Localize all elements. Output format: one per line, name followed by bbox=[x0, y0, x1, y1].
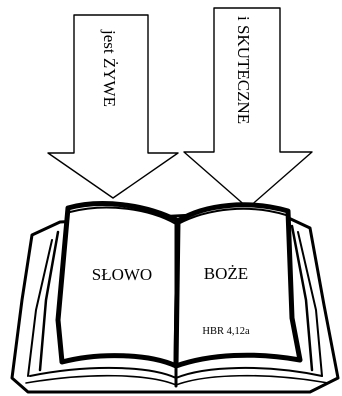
book-right-edge bbox=[290, 224, 314, 372]
right-page-word: BOŻE bbox=[204, 264, 248, 283]
book-left-edge-2 bbox=[27, 239, 53, 377]
bible-reference: HBR 4,12a bbox=[202, 326, 250, 337]
open-book bbox=[10, 201, 340, 394]
right-arrow-label: i SKUTECZNE bbox=[234, 16, 253, 124]
right-arrow-shape bbox=[183, 7, 313, 209]
book-right-page bbox=[173, 202, 303, 369]
left-page-word: SŁOWO bbox=[92, 265, 152, 284]
book-left-page bbox=[55, 201, 181, 369]
left-arrow-shape bbox=[47, 14, 179, 199]
book-left-curl bbox=[69, 206, 177, 225]
right-arrow: i SKUTECZNE bbox=[183, 7, 313, 209]
left-arrow-label: jest ŻYWE bbox=[100, 29, 119, 107]
book-left-edge bbox=[38, 230, 60, 372]
book-right-edge-2 bbox=[297, 231, 323, 377]
book-right-curl bbox=[177, 207, 287, 225]
left-arrow: jest ŻYWE bbox=[47, 14, 179, 199]
